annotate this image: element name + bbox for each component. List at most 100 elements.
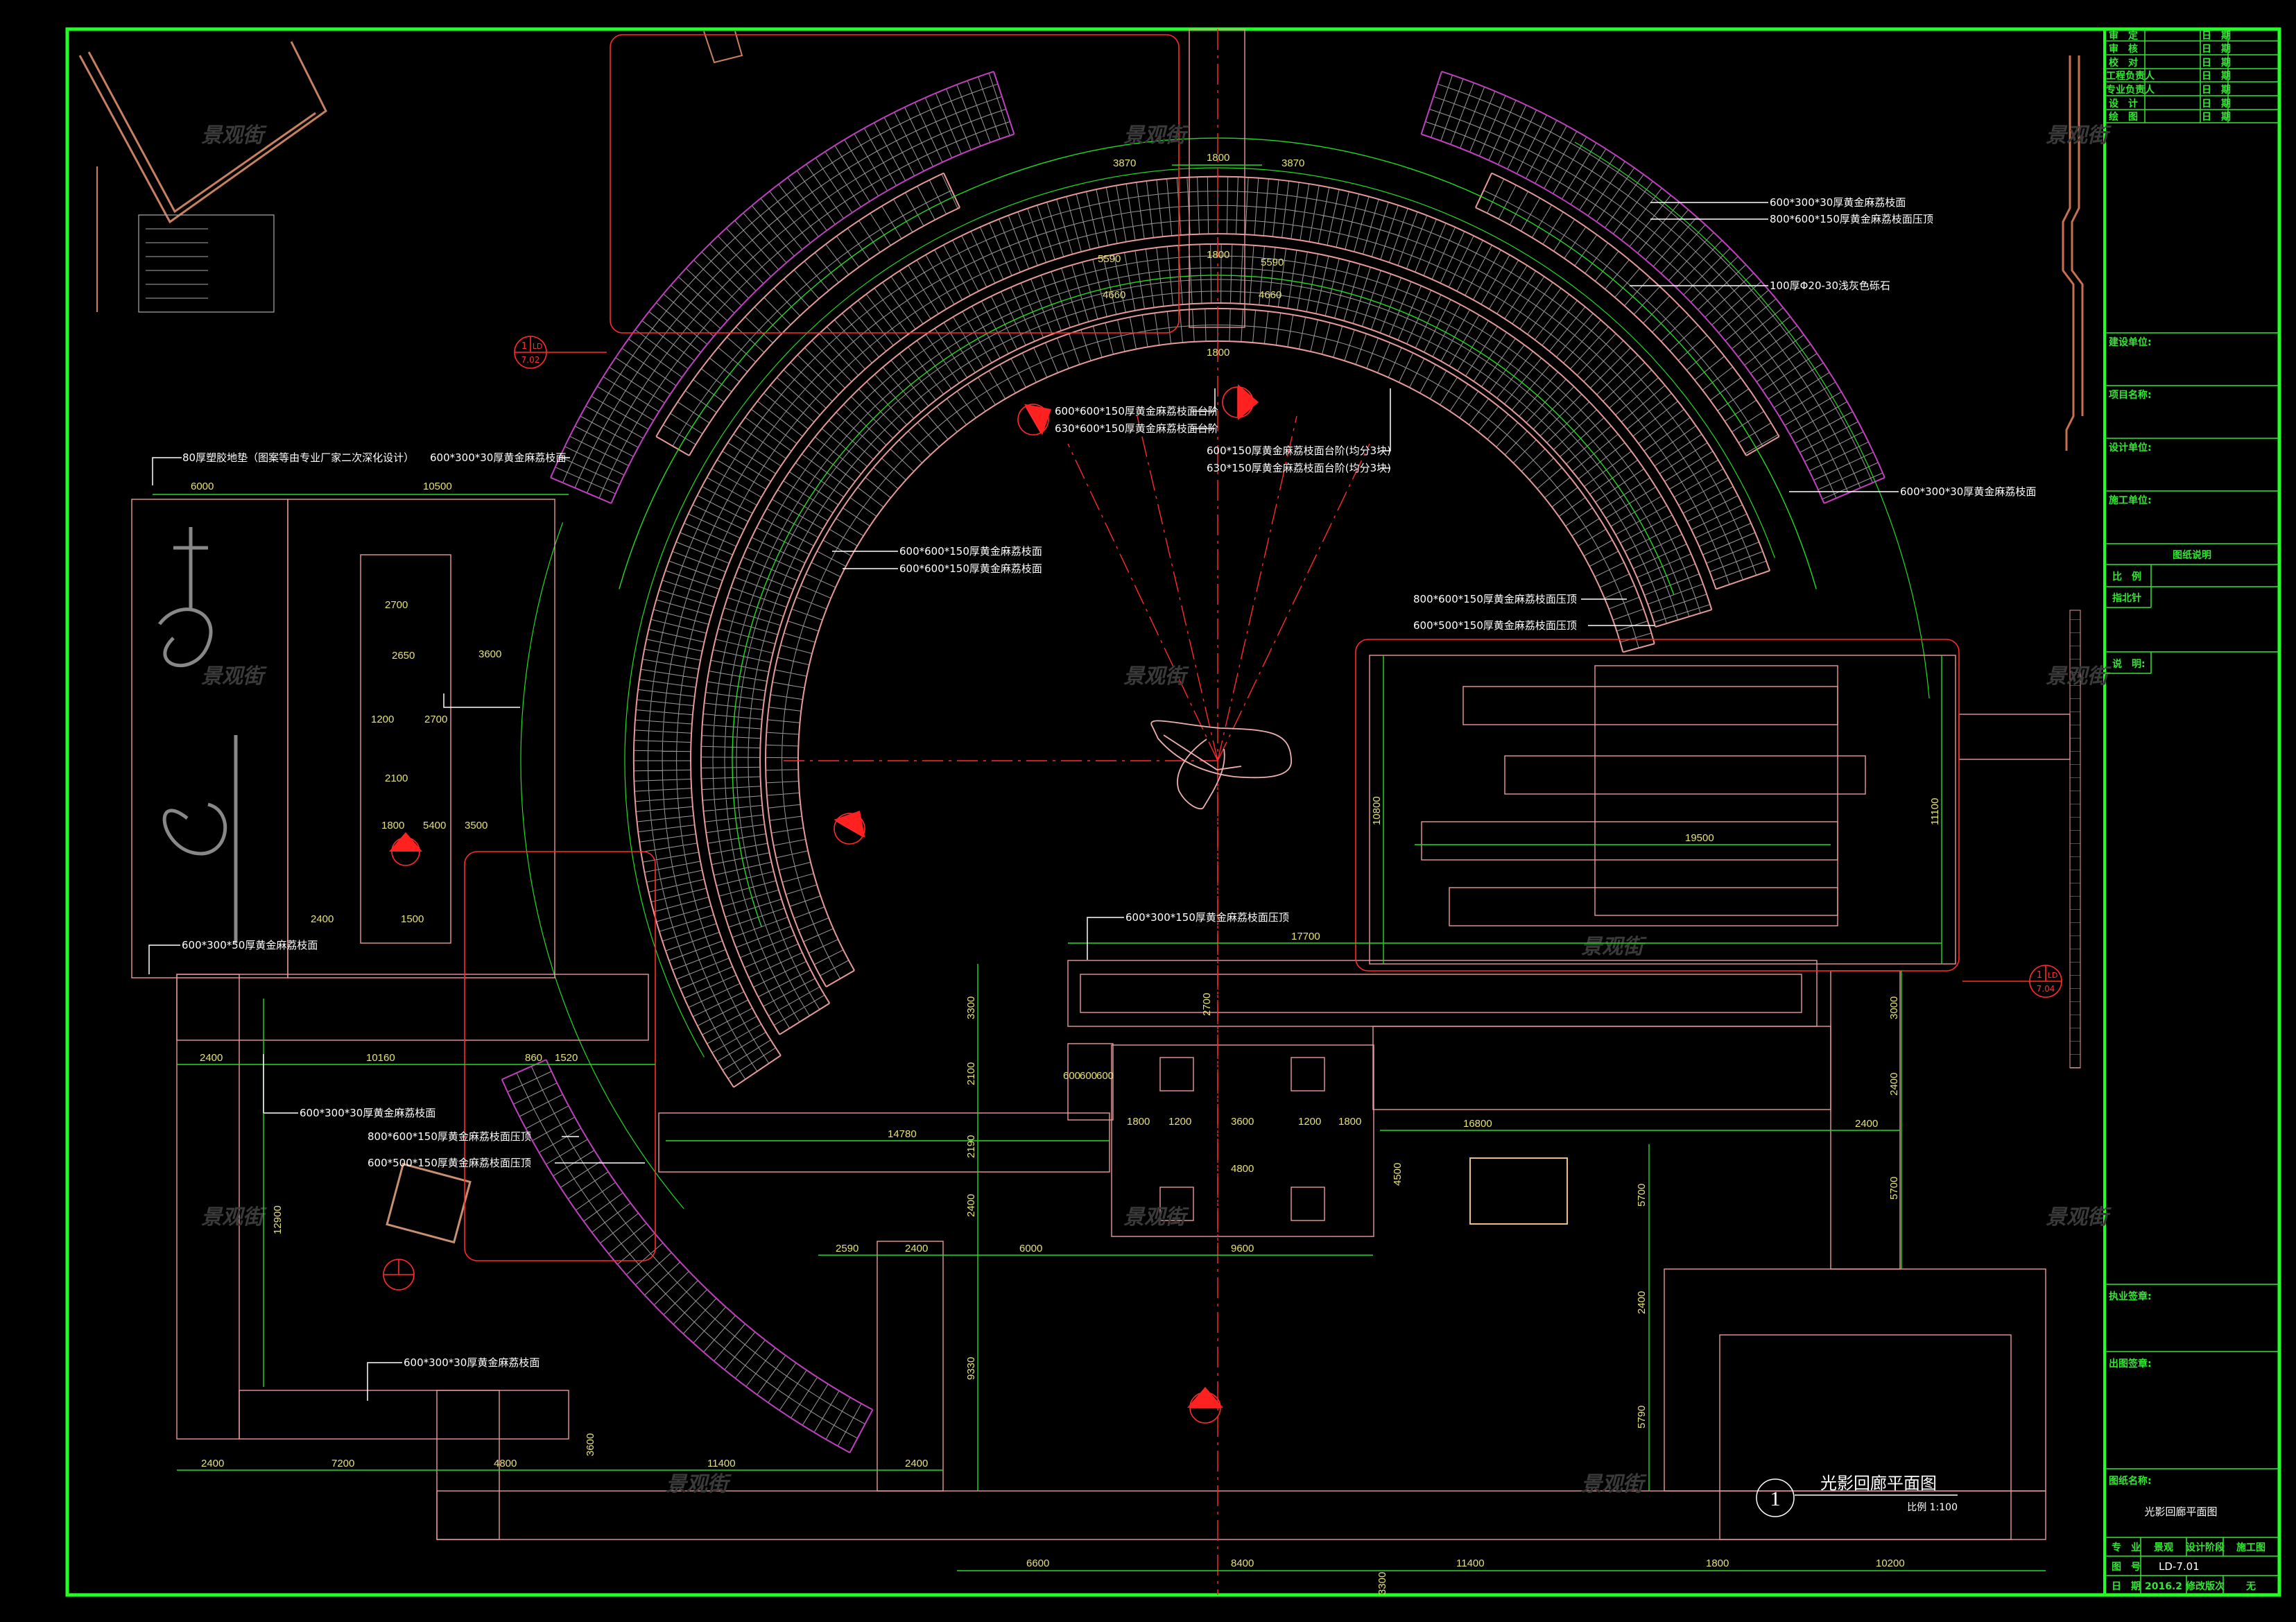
dimension-label: 5700	[1888, 1177, 1900, 1200]
drawing-no: LD-7.01	[2159, 1560, 2200, 1573]
drawing-scale: 比例 1:100	[1907, 1502, 1958, 1513]
paving-bottom-band	[436, 1490, 2046, 1540]
central-sculpture	[1150, 720, 1292, 810]
dimension-label: 14780	[888, 1128, 917, 1140]
section-cut-marker[interactable]	[389, 832, 422, 866]
timber-deck	[386, 1044, 1568, 1244]
rubber-mat-pattern	[158, 527, 238, 943]
sign-date-label: 日 期	[2202, 112, 2231, 123]
section-cut-marker[interactable]	[826, 802, 875, 851]
dimension-labels: 6000 10500 2700 3600 2650 2700 1200 2100…	[191, 152, 1941, 1595]
dimension-label: 2100	[385, 773, 408, 784]
dimension-label: 600	[1063, 1070, 1080, 1082]
step-band-inner-edge	[797, 340, 1624, 971]
dimension-label: 8400	[1231, 1558, 1254, 1569]
dimension-label: 2650	[392, 650, 415, 662]
middle-paving-band-end-edge	[733, 569, 1770, 1088]
detail-page: 7.02	[521, 355, 540, 365]
dimension-label: 1800	[1207, 152, 1229, 164]
dimension-label: 1800	[1207, 347, 1229, 359]
phase-label: 设计阶段	[2186, 1542, 2225, 1553]
discipline-value: 景观	[2154, 1542, 2173, 1553]
dimension-label: 5700	[1636, 1184, 1648, 1207]
dimension-label: 2400	[905, 1458, 928, 1469]
dimension-label: 3600	[585, 1433, 596, 1456]
watermark: 景观街	[1123, 1205, 1189, 1230]
section-cut-marker[interactable]	[1187, 1387, 1223, 1424]
watermark: 景观街	[1581, 935, 1647, 959]
annotation: 800*600*150厚黄金麻荔枝面压顶	[1770, 213, 1933, 225]
tree-planter	[1159, 1057, 1194, 1092]
sign-role: 工程负责人	[2106, 70, 2155, 82]
paving-bottom-right-void	[1719, 1334, 2012, 1540]
dimension-label: 1500	[401, 913, 424, 925]
detail-marker-symbol[interactable]	[383, 1259, 415, 1291]
inner-paving-band-outer-edge	[700, 243, 1713, 1035]
annotation: 600*300*30厚黄金麻荔枝面	[404, 1356, 540, 1369]
dimension-label: 2190	[965, 1135, 977, 1158]
paving-bottom-vertical-1	[436, 1390, 500, 1540]
paving-bottom-left-band	[239, 1390, 569, 1440]
red-callout-outlines	[464, 29, 1960, 1595]
dimension-label: 1520	[555, 1052, 578, 1064]
paving-east-plaza	[1369, 655, 1956, 965]
dimension-arc	[1574, 141, 1930, 699]
annotation: 600*600*150厚黄金麻荔枝面	[899, 562, 1042, 575]
outer-band-southwest-end-edge	[501, 1059, 874, 1453]
dimension-label: 3870	[1113, 157, 1136, 169]
watermark: 景观街	[1123, 123, 1189, 148]
drawing-frame	[65, 27, 2281, 1597]
dimension-label: 3500	[465, 820, 487, 831]
dimension-arc	[624, 167, 1775, 1058]
sign-date-label: 日 期	[2202, 98, 2231, 110]
client-label: 建设单位:	[2109, 336, 2152, 348]
inner-paving-band-inner-edge	[759, 302, 1657, 1004]
title-block: 审 定 审 核 校 对 工程负责人 专业负责人 设 计 绘 图 日 期 日 期 …	[2105, 29, 2279, 1595]
dimension-label: 600	[1096, 1070, 1114, 1082]
sign-role: 审 定	[2109, 30, 2138, 42]
dimension-label: 2400	[200, 1052, 223, 1064]
sign-date-label: 日 期	[2202, 44, 2231, 55]
design-unit-label: 设计单位:	[2109, 442, 2152, 454]
dimension-label: 2400	[965, 1194, 977, 1217]
low-wall-band	[1067, 960, 1818, 1027]
section-cut-marker[interactable]	[1011, 393, 1060, 442]
detail-marker[interactable]: 1 LD 7.04	[1962, 965, 2062, 998]
annotation: 600*500*150厚黄金麻荔枝面压顶	[1413, 619, 1577, 632]
sign-role: 专业负责人	[2106, 84, 2155, 96]
gravel-band-east-end-edge	[1474, 173, 1780, 456]
dimension-label: 4660	[1259, 289, 1281, 301]
gravel-band-west-outer-edge	[655, 172, 944, 438]
dimension-label: 5590	[1261, 257, 1284, 268]
leader-lines	[148, 202, 1899, 1401]
dimension-label: 2400	[1636, 1291, 1648, 1314]
wall-elevation-profile	[2062, 55, 2084, 1069]
section-cut-marker[interactable]	[1222, 384, 1259, 420]
watermarks: 景观街 景观街 景观街 景观街 景观街 景观街 景观街 景观街 景观街 景观街 …	[201, 123, 2112, 1496]
dimension-label: 2590	[836, 1243, 858, 1254]
annotation: 600*600*150厚黄金麻荔枝面台阶	[1055, 405, 1218, 417]
dimension-label: 16800	[1463, 1118, 1492, 1130]
sign-role: 绘 图	[2109, 111, 2138, 123]
annotation: 630*600*150厚黄金麻荔枝面台阶	[1055, 422, 1218, 435]
step-band-outer-edge	[765, 307, 1655, 987]
drawing-notes-heading: 图纸说明	[2173, 549, 2211, 561]
step-band-end-edge	[825, 643, 1655, 987]
tree-planter	[1159, 1187, 1194, 1221]
drawing-no-label: 图 号	[2112, 1562, 2141, 1573]
detail-sheet: LD	[2048, 971, 2058, 980]
watermark: 景观街	[201, 123, 267, 148]
issue-seal-label: 出图签章:	[2109, 1358, 2152, 1370]
outer-band-northwest-grid	[550, 73, 1010, 504]
sign-role: 审 核	[2109, 43, 2138, 55]
detail-marker[interactable]: 1 LD 7.02	[514, 336, 607, 369]
phase-value: 施工图	[2236, 1542, 2265, 1553]
paving-left-plaza	[287, 499, 555, 978]
seat-element	[386, 1162, 472, 1244]
dimension-label: 5400	[423, 820, 446, 831]
dimension-label: 2700	[424, 714, 447, 725]
dimension-label: 10200	[1876, 1558, 1905, 1569]
east-stepped-benches	[1421, 665, 1866, 926]
dimension-label: 9330	[965, 1357, 977, 1380]
sign-date-label: 日 期	[2202, 71, 2231, 82]
